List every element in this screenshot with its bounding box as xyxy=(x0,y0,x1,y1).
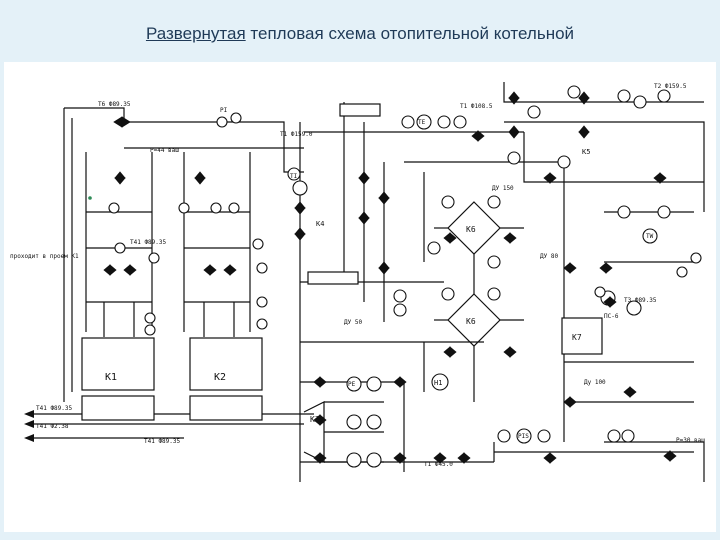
outlet-arrows xyxy=(24,410,34,442)
outlet-line-2: Т41 Ф2.38 xyxy=(36,423,69,430)
heating-scheme-diagram: К1 К2 К6 К6 К7 К3 К4 К5 Н1 Р=44 ваш Р=30… xyxy=(4,62,716,532)
title-link[interactable]: Развернутая xyxy=(145,24,246,43)
instr-pe-1: PE xyxy=(348,381,356,388)
collector-box xyxy=(307,271,359,285)
instrument-bubbles xyxy=(108,85,702,468)
instr-pis-1: PIS xyxy=(518,433,529,440)
left-note: проходит в проем К1 xyxy=(10,253,79,260)
tag-t1-108: Т1 Ф108.5 xyxy=(460,103,493,110)
header-box xyxy=(339,103,381,117)
marker-dot xyxy=(88,196,92,200)
tag-t3-89: ТЗ Ф89.35 xyxy=(624,297,657,304)
tag-p30: Р=30 ваш xyxy=(676,437,705,444)
instr-tw-1: TW xyxy=(646,233,654,240)
unit-k5-label: К5 xyxy=(582,148,590,156)
tag-t2-159: Т2 Ф159.5 xyxy=(654,83,687,90)
tag-t1-45: Т1 Ф45.0 xyxy=(424,461,453,468)
tag-ps6: ПС-6 xyxy=(604,313,619,320)
page-number: 7 xyxy=(519,505,528,522)
unit-k7-label: К7 xyxy=(572,333,582,342)
pump-k1-label: Н1 xyxy=(434,379,442,387)
tag-t1-159: Т1 Ф159.0 xyxy=(280,131,313,138)
boiler-k1 xyxy=(81,337,155,391)
valves xyxy=(103,91,677,464)
instr-ti-1: TI xyxy=(290,173,298,180)
tag-p44: Р=44 ваш xyxy=(150,147,179,154)
outlet-line-1: Т41 Ф89.35 xyxy=(36,405,73,412)
diagram-labels: К1 К2 К6 К6 К7 К3 К4 К5 Н1 Р=44 ваш Р=30… xyxy=(10,83,705,468)
tag-du80: ДУ 80 xyxy=(540,253,558,260)
instr-te-1: TE xyxy=(418,119,426,126)
unit-k6-bottom-label: К6 xyxy=(466,317,476,326)
boiler-k1-label: К1 xyxy=(105,372,117,383)
tag-t6-89: Т6 Ф89.35 xyxy=(98,101,131,108)
unit-k7 xyxy=(561,317,603,355)
boilers xyxy=(81,103,603,421)
unit-k4-label: К4 xyxy=(316,220,324,228)
boiler-k2-base xyxy=(189,395,263,421)
tag-du150: ДУ 150 xyxy=(492,185,514,192)
outlet-line-3: Т41 Ф89.35 xyxy=(144,438,181,445)
boiler-k1-base xyxy=(81,395,155,421)
unit-k6-top-label: К6 xyxy=(466,225,476,234)
slide-title: Развернутая тепловая схема отопительной … xyxy=(0,24,720,44)
tag-du100: Ду 100 xyxy=(584,379,606,386)
title-rest: тепловая схема отопительной котельной xyxy=(245,24,575,43)
instr-pi-1: PI xyxy=(220,107,228,114)
tag-du50: ДУ 50 xyxy=(344,319,362,326)
tag-t41-89: Т41 Ф89.35 xyxy=(130,239,167,246)
unit-k3-label: К3 xyxy=(310,415,320,424)
boiler-k2-label: К2 xyxy=(214,372,226,383)
boiler-k2 xyxy=(189,337,263,391)
